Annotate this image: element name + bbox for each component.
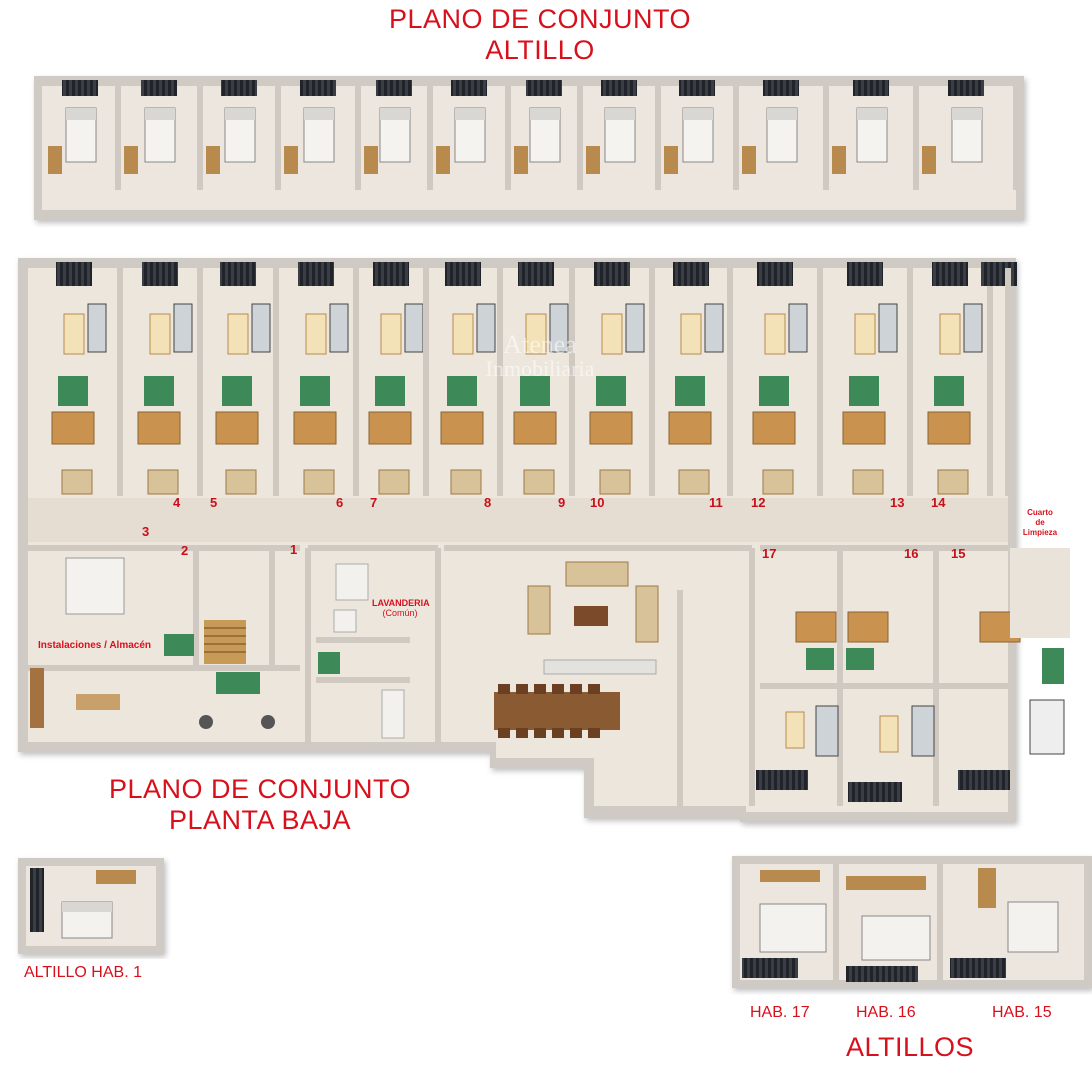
stairs [30,620,246,728]
label-instalaciones: Instalaciones / Almacén [38,640,152,651]
room-number-3: 3 [142,524,150,539]
planta-room [215,262,279,496]
planta-room [137,262,203,496]
rooms-15-17 [756,548,1070,802]
altillo-room [664,80,739,190]
label-hab15: HAB. 15 [992,1004,1052,1021]
label-lavanderia-line2: (Común) [382,608,418,618]
altillo-room [436,80,511,190]
watermark-line2: Inmobiliaria [485,356,595,381]
altillo-top-building [34,76,1024,220]
room-number-7: 7 [370,495,378,510]
label-cuarto-line3: Limpieza [1022,528,1058,537]
label-hab16: HAB. 16 [856,1004,916,1021]
label-cuarto-line2: de [1035,518,1045,527]
room-number-6: 6 [336,495,344,510]
title-altillo: PLANO DE CONJUNTO ALTILLO [330,4,750,66]
title-altillos: ALTILLOS [845,1032,975,1062]
altillo-room [514,80,583,190]
planta-room [589,262,655,496]
room-number-2: 2 [181,543,189,558]
label-altillo-hab1: ALTILLO HAB. 1 [24,964,142,981]
planta-room [927,262,993,496]
altillo-room [124,80,203,190]
room-number-15: 15 [951,546,966,561]
planta-room [752,262,823,496]
room-number-13: 13 [890,495,905,510]
room-number-11: 11 [709,495,723,510]
altillo-room [922,80,1019,190]
altillo-room [48,80,121,190]
planta-room [842,262,913,496]
title-planta-baja-line1: PLANO DE CONJUNTO [108,774,412,804]
label-hab17: HAB. 17 [750,1004,810,1021]
room-number-9: 9 [558,495,566,510]
watermark: Atenea Inmobiliaria [440,330,640,382]
planta-room [368,262,429,496]
label-cuarto-line1: Cuarto [1027,508,1053,517]
room-number-14: 14 [931,495,946,510]
altillo-room [832,80,919,190]
room-number-17: 17 [762,546,777,561]
title-altillo-line2: ALTILLO [485,35,595,66]
planta-room [668,262,733,496]
altillo-room [284,80,361,190]
altillo-room [364,80,433,190]
label-cuarto-limpieza: Cuarto de Limpieza [1018,508,1062,538]
altillo-room [586,80,661,190]
title-altillo-line1: PLANO DE CONJUNTO [388,4,692,34]
room-number-5: 5 [210,495,218,510]
altillos-bottom-building [732,856,1092,988]
watermark-line1: Atenea [503,330,577,359]
common-lounge [494,561,659,738]
altillo-hab1-building [18,858,164,954]
room-number-4: 4 [173,495,181,510]
title-planta-baja-line2: PLANTA BAJA [168,805,352,836]
room-number-12: 12 [751,495,766,510]
altillo-room [742,80,829,190]
planta-room [51,262,123,496]
label-lavanderia-line1: LAVANDERIA [372,598,430,608]
planta-room [513,262,575,496]
room-number-1: 1 [290,542,298,557]
label-lavanderia: LAVANDERIA (Común) [372,598,430,618]
room-number-10: 10 [590,495,605,510]
planta-room [293,262,359,496]
planta-room [981,262,1017,496]
room-number-8: 8 [484,495,492,510]
room-number-16: 16 [904,546,919,561]
title-planta-baja: PLANO DE CONJUNTO PLANTA BAJA [80,774,440,836]
altillo-room [206,80,281,190]
planta-room [440,262,503,496]
planta-baja-building [18,258,1070,822]
